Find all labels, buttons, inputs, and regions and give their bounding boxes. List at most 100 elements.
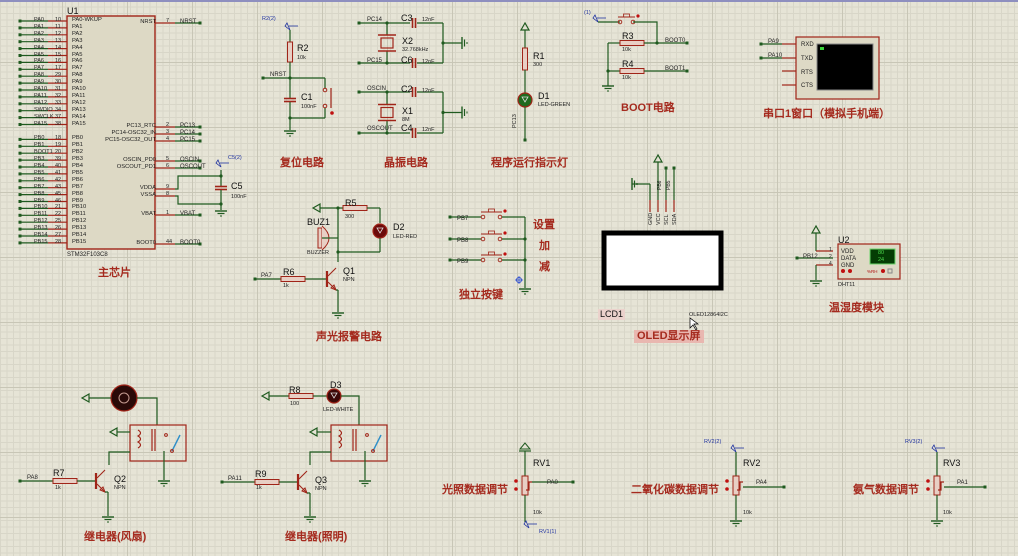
fan-wire xyxy=(108,451,130,465)
u1-left-pin-name: PA10 xyxy=(72,86,86,92)
rv3-probe[interactable]: RV3(2) xyxy=(905,439,923,445)
r5-ref[interactable]: R5 xyxy=(345,198,357,208)
rv1-ref[interactable]: RV1 xyxy=(533,458,551,468)
power-arrow-icon xyxy=(80,392,90,404)
r7-value: 1k xyxy=(55,485,61,491)
title-relay-fan: 继电器(风扇) xyxy=(84,531,147,543)
r1-ref[interactable]: R1 xyxy=(533,51,545,61)
d1-ref[interactable]: D1 xyxy=(538,91,550,101)
x2-ref[interactable]: X2 xyxy=(402,36,414,46)
power-arrow-icon xyxy=(810,224,822,234)
r3-ref[interactable]: R3 xyxy=(622,31,634,41)
r1-value: 300 xyxy=(533,62,543,68)
u1-left-terminal xyxy=(18,158,22,162)
r2-ref[interactable]: R2 xyxy=(297,43,309,53)
junction xyxy=(385,61,389,65)
c5-wire xyxy=(175,195,221,205)
u1-left-pin-number: 46 xyxy=(55,197,62,204)
u2-ref[interactable]: U2 xyxy=(838,235,850,245)
u1-left-pin-name: PA3 xyxy=(72,37,83,44)
u1-right-pin-number: 4 xyxy=(166,136,170,142)
x1-ref[interactable]: X1 xyxy=(402,106,414,116)
title-dht: 温湿度模块 xyxy=(829,302,884,314)
wire-terminal xyxy=(357,61,361,65)
key-button-0 xyxy=(503,209,507,213)
q2-ref[interactable]: Q2 xyxy=(114,474,127,484)
r6-value: 1k xyxy=(283,283,289,289)
q3-transistor xyxy=(298,470,308,480)
u1-left-pin-name: PA2 xyxy=(72,30,83,37)
u1-left-terminal xyxy=(18,151,22,155)
c6-ref[interactable]: C6 xyxy=(401,55,413,65)
buz1-ref[interactable]: BUZ1 xyxy=(307,217,331,227)
q1-transistor xyxy=(330,284,337,291)
d2-value: LED-RED xyxy=(393,234,418,240)
u1-left-net-label: PA15 xyxy=(34,120,48,127)
u1-right-net-label: VBAT xyxy=(180,211,196,217)
u1-right-net-label: PC15 xyxy=(180,137,196,143)
u1-left-pin-number: 15 xyxy=(55,51,62,58)
rv3-ref[interactable]: RV3 xyxy=(943,458,961,468)
u1-ref[interactable]: U1 xyxy=(67,6,79,16)
d3-ref[interactable]: D3 xyxy=(330,380,342,390)
q3-transistor xyxy=(301,487,308,494)
r8-ref[interactable]: R8 xyxy=(289,385,301,395)
key-label-minus: 减 xyxy=(539,261,550,273)
r9-ref[interactable]: R9 xyxy=(255,469,267,479)
rv2-probe[interactable]: RV2(2) xyxy=(704,439,722,445)
junction xyxy=(441,41,445,45)
crystal-net-oscin: OSCIN xyxy=(367,86,387,92)
lcd1-ref[interactable]: LCD1 xyxy=(598,309,626,320)
fan-relay xyxy=(171,434,181,452)
c5-ref[interactable]: C5 xyxy=(231,181,243,191)
key-button-0 xyxy=(488,208,495,213)
q1-ref[interactable]: Q1 xyxy=(343,266,356,276)
rv1-net: PA0 xyxy=(547,480,558,486)
rv3-potentiometer xyxy=(926,487,930,491)
r4-ref[interactable]: R4 xyxy=(622,59,634,69)
rv3-value: 10k xyxy=(943,510,952,516)
c5-wire xyxy=(175,175,221,190)
u1-right-pin-number: 3 xyxy=(166,129,170,135)
r7-ref[interactable]: R7 xyxy=(53,468,65,478)
u1-part: STM32F103C8 xyxy=(67,252,108,258)
u1-left-pin-name: PA5 xyxy=(72,51,83,58)
uart-pin-rts: RTS xyxy=(801,70,813,76)
c3-value: 12nF xyxy=(422,17,435,23)
rv2-potentiometer xyxy=(732,475,740,496)
wire-terminal xyxy=(357,131,361,135)
uart-pin-cts: CTS xyxy=(801,83,813,89)
d1-value: LED-GREEN xyxy=(538,102,571,108)
d2-ref[interactable]: D2 xyxy=(393,222,405,232)
c3-ref[interactable]: C3 xyxy=(401,13,413,23)
buz1-buzzer xyxy=(317,227,323,249)
c2-ref[interactable]: C2 xyxy=(401,84,413,94)
key-button-2 xyxy=(488,251,495,256)
rv1-probe[interactable]: RV1(1) xyxy=(539,529,557,535)
reset-probe[interactable]: R2(2) xyxy=(262,16,276,22)
q3-ref[interactable]: Q3 xyxy=(315,475,328,485)
title-relay-light: 继电器(照明) xyxy=(285,531,348,543)
u1-left-terminal xyxy=(18,186,22,190)
uart-pin-txd: TXD xyxy=(801,56,813,62)
r8-value: 100 xyxy=(290,401,300,407)
u1-left-pin-name: PA0-WKUP xyxy=(72,17,102,23)
c5-probe[interactable]: C5(2) xyxy=(228,155,242,161)
q3-value: NPN xyxy=(315,486,327,492)
dht-pin-data: DATA xyxy=(841,256,857,262)
u1-left-net-label: PA4 xyxy=(34,44,44,51)
u1-left-pin-name: PB6 xyxy=(72,176,83,183)
u1-right-pin-number: 6 xyxy=(166,163,170,169)
light-wire xyxy=(309,451,331,465)
c1-ref[interactable]: C1 xyxy=(301,92,313,102)
u1-left-pin-name: PA13 xyxy=(72,106,86,113)
u1-left-pin-name: PB3 xyxy=(72,156,83,163)
boot-probe[interactable]: (1) xyxy=(584,10,591,16)
title-main-chip: 主芯片 xyxy=(98,267,131,279)
rv2-ref[interactable]: RV2 xyxy=(743,458,761,468)
c4-ref[interactable]: C4 xyxy=(401,123,413,133)
u1-left-terminal xyxy=(18,165,22,169)
d2-led xyxy=(372,223,388,239)
u1-left-terminal xyxy=(18,227,22,231)
r6-ref[interactable]: R6 xyxy=(283,267,295,277)
